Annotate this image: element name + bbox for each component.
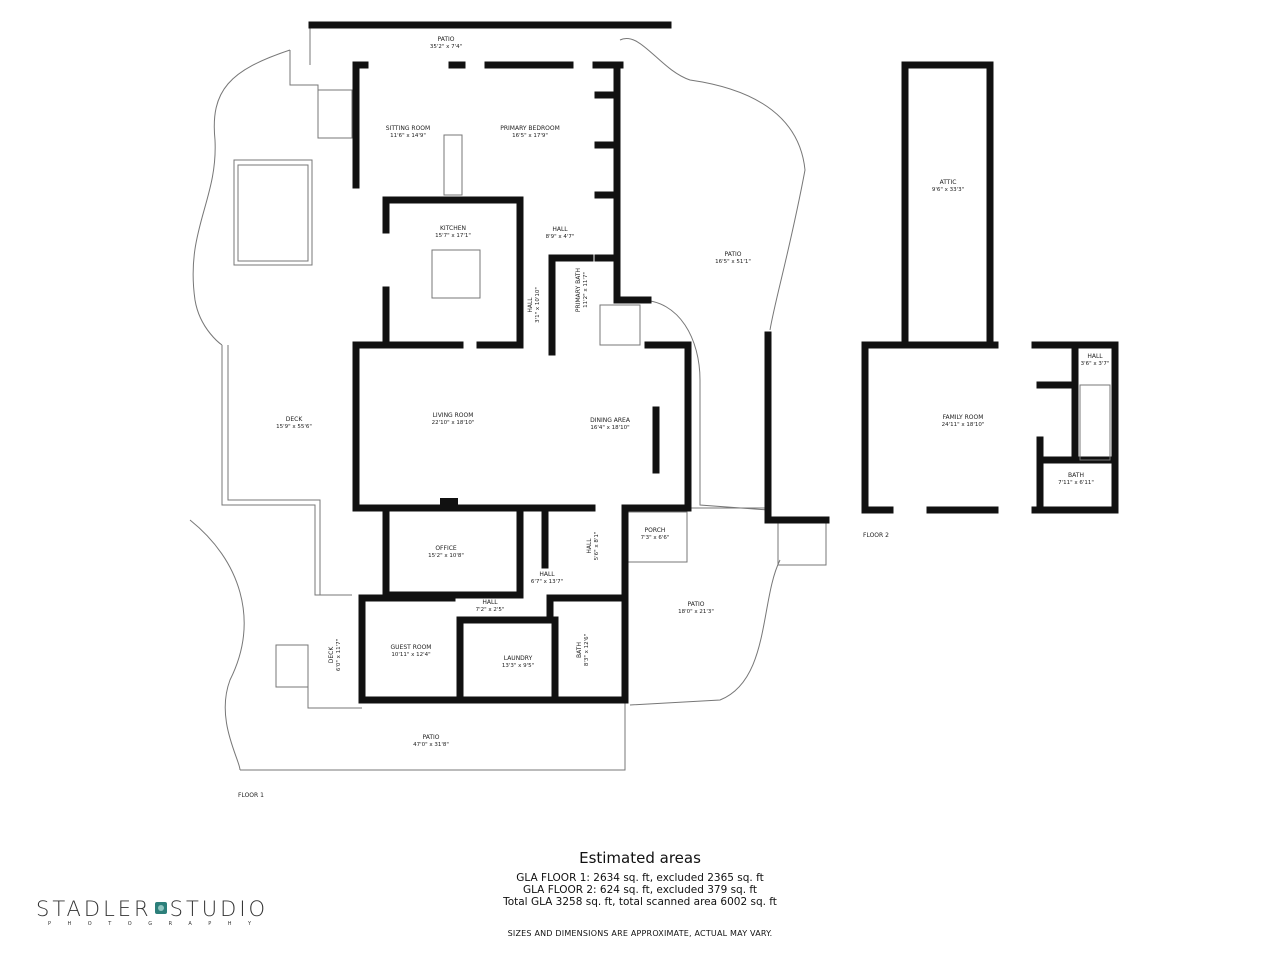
room-name: GUEST ROOM	[390, 644, 431, 651]
room-dims: 10'11" x 12'4"	[391, 652, 430, 658]
room-dims: 47'0" x 31'8"	[413, 742, 449, 748]
room-dims: 11'2" x 11'7"	[583, 272, 589, 308]
room-name: BATH	[576, 642, 583, 658]
logo-subtitle: PHOTOGRAPHY	[48, 921, 268, 927]
room-dims: 15'2" x 10'8"	[428, 553, 464, 559]
estimated-areas-title: Estimated areas	[579, 849, 701, 867]
room-dims: 16'5" x 17'9"	[512, 133, 548, 139]
room-dims: 3'1" x 10'10"	[535, 287, 541, 323]
room-dims: 8'9" x 4'7"	[546, 234, 575, 240]
kitchen-island	[431, 249, 481, 299]
room-name: HALL	[1087, 353, 1103, 360]
logo-text-right: STUDIO	[169, 897, 269, 921]
room-dims: 35'2" x 7'4"	[430, 44, 462, 50]
room-dims: 3'6" x 3'7"	[1081, 361, 1110, 367]
room-name: HALL	[539, 571, 555, 578]
room-name: HALL	[482, 599, 498, 606]
stairs	[1079, 384, 1111, 461]
floor-1-label: FLOOR 1	[238, 792, 264, 799]
room-dims: 7'3" x 6'6"	[641, 535, 670, 541]
room-name: FAMILY ROOM	[943, 414, 984, 421]
bathtub-icon	[599, 304, 641, 346]
room-name: DECK	[328, 646, 335, 664]
room-name: HALL	[552, 226, 568, 233]
room-name: SITTING ROOM	[386, 125, 430, 132]
room-name: PATIO	[687, 601, 704, 608]
room-name: PRIMARY BATH	[575, 268, 582, 312]
room-name: HALL	[527, 297, 534, 313]
logo-text-left: STADLER	[36, 897, 152, 921]
room-dims: 6'0" x 11'7"	[336, 639, 342, 671]
outdoor-outlines	[189, 24, 827, 771]
room-dims: 7'2" x 2'5"	[476, 607, 505, 613]
floor1-walls	[308, 21, 830, 704]
room-dims: 13'3" x 9'5"	[502, 663, 534, 669]
room-dims: 11'6" x 14'9"	[390, 133, 426, 139]
floor2-walls	[861, 61, 1119, 514]
room-name: OFFICE	[435, 545, 457, 552]
studio-logo: STADLER STUDIO	[36, 897, 268, 921]
room-dims: 24'11" x 18'10"	[942, 422, 985, 428]
room-name: KITCHEN	[440, 225, 466, 232]
room-dims: 9'6" x 33'3"	[932, 187, 964, 193]
floor1-labels: PATIO 35'2" x 7'4" SITTING ROOM 11'6" x …	[238, 36, 751, 799]
room-name: PATIO	[437, 36, 454, 43]
room-dims: 15'7" x 17'1"	[435, 233, 471, 239]
room-dims: 15'9" x 55'6"	[276, 424, 312, 430]
area-line: Total GLA 3258 sq. ft, total scanned are…	[503, 896, 777, 908]
room-dims: 5'6" x 8'1"	[594, 532, 600, 561]
room-name: BATH	[1068, 472, 1084, 479]
floor-2-label: FLOOR 2	[863, 532, 889, 539]
room-name: DECK	[286, 416, 304, 423]
room-name: LAUNDRY	[504, 655, 533, 662]
room-dims: 22'10" x 18'10"	[432, 420, 475, 426]
fireplace-icon	[440, 498, 458, 506]
room-name: DINING AREA	[590, 417, 631, 424]
area-line: GLA FLOOR 2: 624 sq. ft, excluded 379 sq…	[522, 884, 758, 896]
room-dims: 6'7" x 13'7"	[531, 579, 563, 585]
room-dims: 8'3" x 12'6"	[584, 634, 590, 666]
room-name: ATTIC	[940, 179, 957, 186]
disclaimer: SIZES AND DIMENSIONS ARE APPROXIMATE, AC…	[507, 929, 773, 938]
room-dims: 7'11" x 6'11"	[1058, 480, 1094, 486]
room-dims: 16'5" x 51'1"	[715, 259, 751, 265]
room-name: PRIMARY BEDROOM	[500, 125, 560, 132]
room-dims: 16'4" x 18'10"	[590, 425, 629, 431]
room-name: PORCH	[645, 527, 666, 534]
room-name: HALL	[586, 538, 593, 554]
room-name: PATIO	[422, 734, 439, 741]
room-name: PATIO	[724, 251, 741, 258]
floor2-labels: ATTIC 9'6" x 33'3" HALL 3'6" x 3'7" FAMI…	[863, 179, 1109, 539]
room-dims: 18'0" x 21'3"	[678, 609, 714, 615]
room-name: LIVING ROOM	[433, 412, 474, 419]
camera-lens-icon	[154, 902, 167, 914]
area-line: GLA FLOOR 1: 2634 sq. ft, excluded 2365 …	[516, 872, 764, 884]
